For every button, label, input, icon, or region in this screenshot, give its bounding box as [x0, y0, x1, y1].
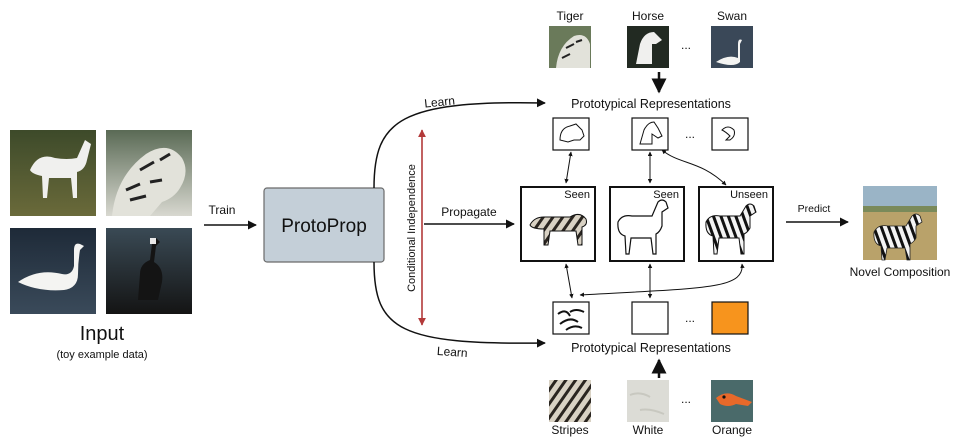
novel-composition-image [863, 186, 937, 261]
center-card: Seen [520, 186, 596, 262]
swan-photo [10, 228, 96, 314]
learn-bottom-arrow [373, 261, 546, 348]
top-example-label: Tiger [557, 9, 584, 23]
stripes-pattern-icon [552, 301, 590, 335]
learn-top-label: Learn [424, 93, 456, 110]
bottom-examples-ellipsis: ... [681, 392, 691, 406]
top-prototypes: ... [552, 117, 749, 151]
horse-photo [10, 130, 96, 216]
top-example-label: Swan [717, 9, 747, 23]
input-title: Input [80, 323, 125, 345]
bottom-examples: Stripes White ... Orange [549, 380, 753, 437]
swan-head-outline-icon [711, 117, 749, 151]
bottom-example-label: White [633, 423, 664, 437]
swan-thumb [711, 26, 753, 68]
bottom-prototypes: ... [552, 301, 749, 335]
tiger-photo [106, 130, 192, 216]
top-example-label: Horse [632, 9, 664, 23]
bottom-proto-title: Prototypical Representations [571, 341, 731, 355]
tiger-drawing-icon [529, 213, 587, 246]
top-connectors [564, 149, 727, 186]
bottom-proto-ellipsis: ... [685, 311, 695, 325]
horse-drawing-icon [617, 199, 669, 255]
stripes-thumb [549, 380, 591, 422]
bottom-connectors [564, 263, 745, 299]
center-card: Seen [609, 186, 685, 262]
white-thumb [627, 380, 669, 422]
top-proto-title: Prototypical Representations [571, 97, 731, 111]
protoprop-label: ProtoProp [281, 216, 367, 237]
input-images [10, 130, 192, 314]
top-examples: Tiger Horse ... Swan [549, 9, 753, 68]
card-tag: Unseen [730, 189, 768, 201]
white-swatch-icon [631, 301, 669, 335]
orange-swatch-icon [711, 301, 749, 335]
top-proto-ellipsis: ... [685, 127, 695, 141]
center-cards: Seen Seen Unseen [520, 186, 774, 262]
output-label: Novel Composition [850, 265, 951, 279]
train-label: Train [209, 203, 236, 217]
zebra-drawing-icon [705, 203, 757, 255]
card-tag: Seen [564, 189, 590, 201]
card-tag: Seen [653, 189, 679, 201]
propagate-label: Propagate [441, 205, 497, 219]
conditional-independence-label: Conditional Independence [406, 164, 418, 292]
learn-top-arrow [373, 98, 546, 189]
protoprop-box [263, 187, 385, 263]
goose-photo [106, 228, 192, 314]
predict-label: Predict [798, 203, 831, 215]
bottom-example-label: Stripes [551, 423, 588, 437]
tiger-thumb [549, 26, 591, 68]
orange-thumb [711, 380, 753, 422]
input-subtitle: (toy example data) [56, 349, 147, 361]
top-examples-ellipsis: ... [681, 38, 691, 52]
center-card: Unseen [698, 186, 774, 262]
learn-bottom-label: Learn [436, 344, 468, 360]
bottom-example-label: Orange [712, 423, 752, 437]
horse-thumb [627, 26, 669, 68]
